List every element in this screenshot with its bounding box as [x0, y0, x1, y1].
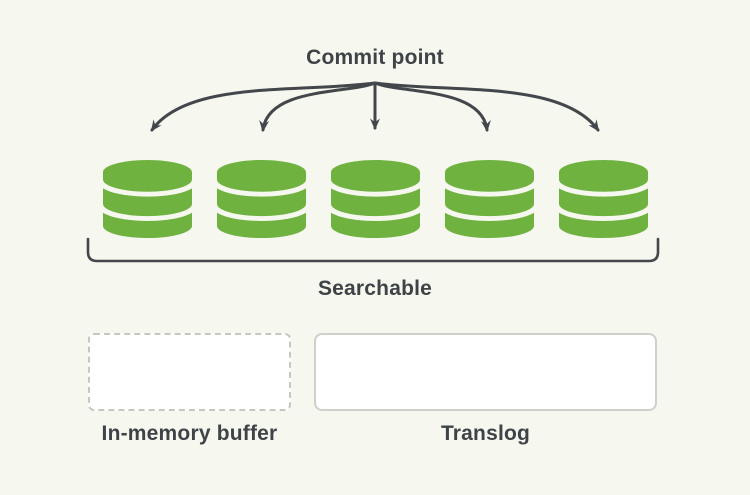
arrow-to-segment-5 [373, 81, 600, 132]
commit-point-label: Commit point [306, 46, 444, 69]
database-icon [217, 160, 306, 238]
translog-label: Translog [440, 422, 531, 445]
searchable-bracket [86, 237, 660, 263]
database-icon [445, 160, 534, 238]
segments-row [103, 160, 648, 238]
arrow-to-segment-1 [150, 81, 377, 132]
in-memory-buffer-box [88, 333, 291, 411]
arrow-to-segment-4 [373, 81, 491, 132]
fan-arrows-graphic [150, 81, 600, 132]
database-icon [331, 160, 420, 238]
arrow-to-segment-2 [259, 81, 377, 132]
database-icon [103, 160, 192, 238]
translog-box [314, 333, 657, 411]
database-icon [559, 160, 648, 238]
in-memory-buffer-label: In-memory buffer [101, 422, 278, 445]
searchable-label: Searchable [317, 277, 433, 300]
